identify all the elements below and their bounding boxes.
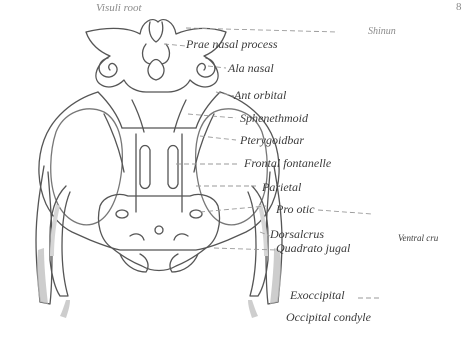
label-pro-otic: Pro otic <box>276 203 315 215</box>
label-pterygoidbar: Pterygoidbar <box>240 134 304 146</box>
leader-pterygoidbar <box>200 136 236 140</box>
right-nasal-scroll <box>197 58 215 77</box>
label-occipital-condyle: Occipital condyle <box>286 311 371 323</box>
label-ventral-crus: Ventral cru <box>398 234 438 243</box>
left-orbit <box>51 109 123 225</box>
label-ant-orbital: Ant orbital <box>234 89 286 101</box>
page-mark: 8 <box>456 2 462 13</box>
label-visual-root: Visuli root <box>96 3 142 14</box>
label-quadrato-jugal: Quadrato jugal <box>276 242 350 254</box>
label-exoccipital: Exoccipital <box>290 289 345 301</box>
label-frontal-fontanelle: Frontal fontanelle <box>244 157 331 169</box>
label-parietal: Parietal <box>262 181 301 193</box>
occipital-block <box>99 194 220 270</box>
frontal-fontanelle-left <box>140 146 150 189</box>
label-shinun: Shinun <box>368 27 396 37</box>
prae-nasal-process-shape <box>149 22 163 42</box>
nasal-capsule-outline <box>86 20 226 92</box>
nasal-center-ornament <box>143 44 170 64</box>
leader-ala-nasal <box>208 66 226 68</box>
left-nasal-scroll <box>99 58 117 77</box>
label-ala-nasal: Ala nasal <box>228 62 274 74</box>
sphenethmoid <box>132 100 186 132</box>
label-prae-nasal-process: Prae nasal process <box>186 38 278 50</box>
frontal-fontanelle-right <box>168 146 178 189</box>
label-dorsalcrus: Dorsalcrus <box>270 228 324 240</box>
leader-pro-otic-ext <box>318 210 372 214</box>
label-sphenethmoid: Sphenethmoid <box>240 112 308 124</box>
